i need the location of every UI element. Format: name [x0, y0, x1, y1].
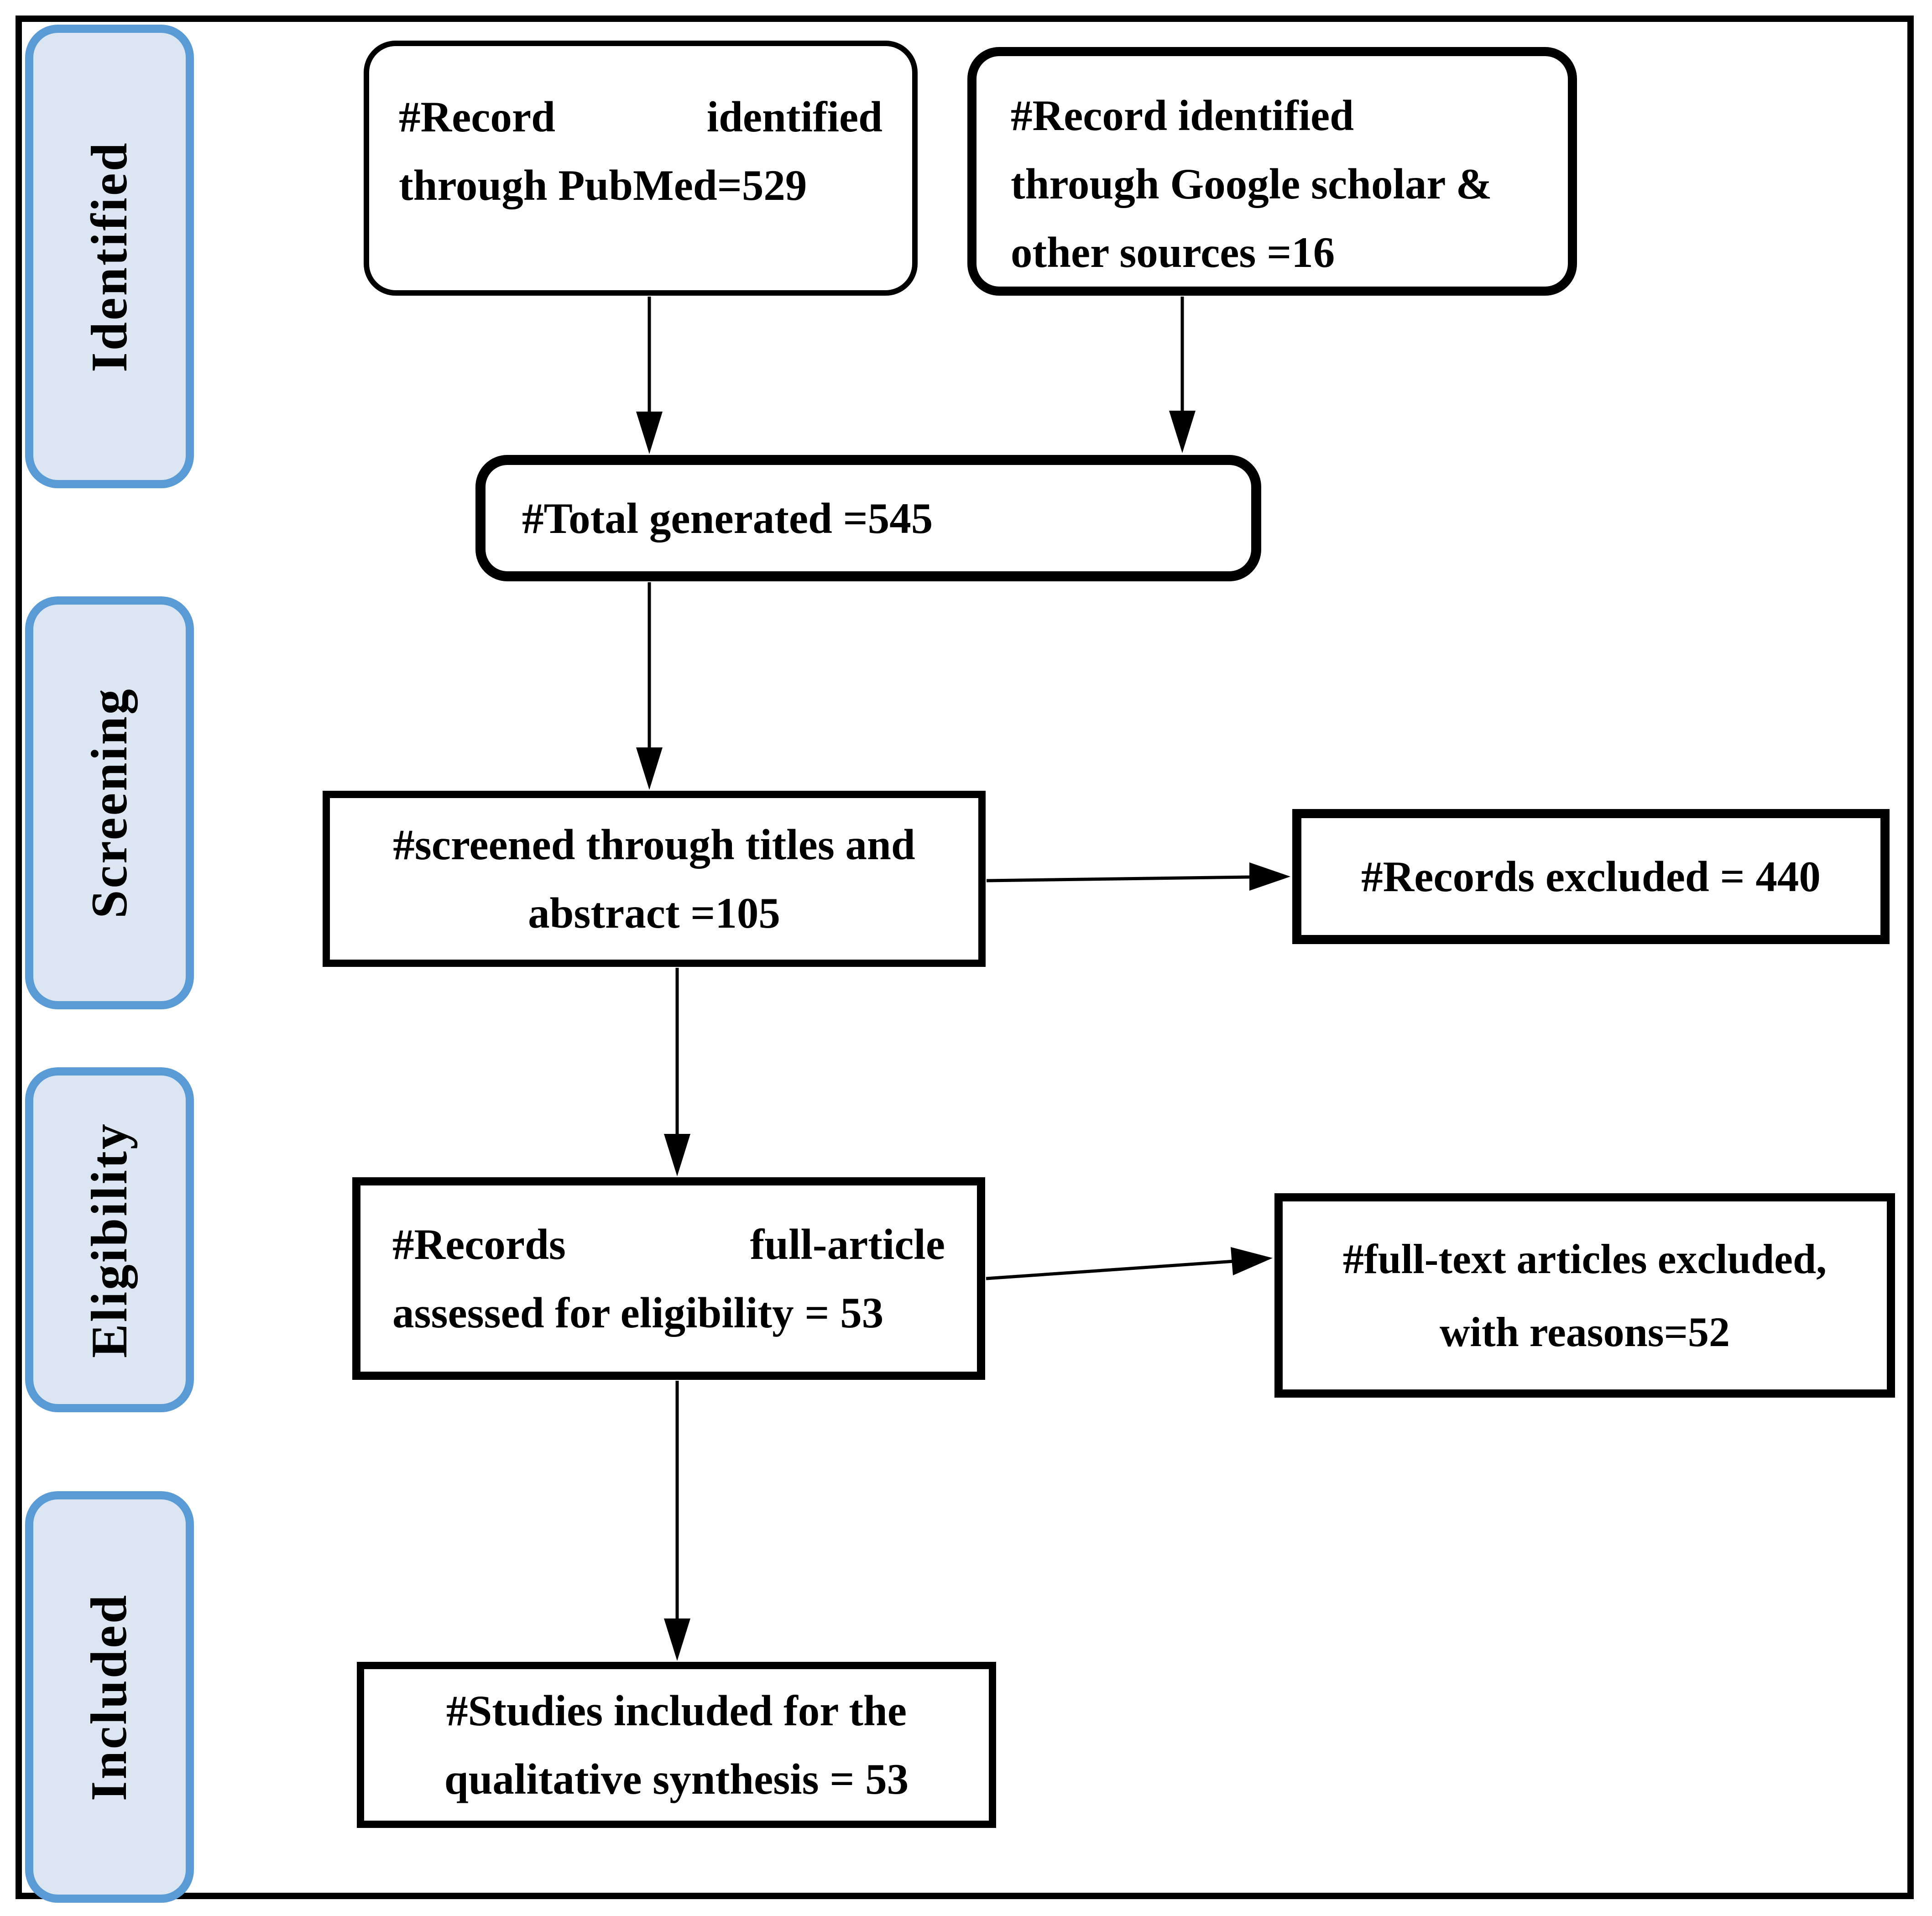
studies-included-line2: qualitative synthesis = 53 — [444, 1755, 909, 1803]
outer-border — [16, 16, 1914, 1899]
total-generated-text: #Total generated =545 — [522, 494, 933, 543]
records-google-line2: through Google scholar & — [1011, 160, 1492, 208]
full-article-assessed-box: #Records full-article assessed for eligi… — [352, 1177, 985, 1380]
records-pubmed-line2: through PubMed=529 — [399, 161, 807, 209]
records-excluded-box: #Records excluded = 440 — [1292, 809, 1890, 944]
stage-identified: Identified — [25, 25, 194, 488]
stage-identified-label: Identified — [81, 141, 138, 372]
records-pubmed-line1-left: #Record — [399, 93, 555, 141]
stage-screening: Screening — [25, 596, 194, 1009]
studies-included-line1: #Studies included for the — [446, 1686, 907, 1735]
screened-line2: abstract =105 — [528, 889, 780, 937]
records-google-box: #Record identified through Google schola… — [967, 47, 1577, 296]
assessed-line2: assessed for eligibility = 53 — [392, 1289, 884, 1337]
records-pubmed-line1-right: identified — [706, 93, 882, 141]
fulltext-excluded-line2: with reasons=52 — [1439, 1309, 1730, 1355]
records-excluded-text: #Records excluded = 440 — [1361, 852, 1821, 901]
stage-screening-label: Screening — [81, 687, 138, 919]
studies-included-box: #Studies included for the qualitative sy… — [357, 1662, 996, 1828]
stage-eligibility-label: Eligibility — [81, 1122, 138, 1358]
records-google-line1: #Record identified — [1011, 91, 1354, 140]
total-generated-box: #Total generated =545 — [475, 455, 1261, 581]
fulltext-excluded-line1: #full-text articles excluded, — [1342, 1236, 1827, 1282]
screened-box: #screened through titles and abstract =1… — [323, 791, 986, 967]
records-google-line3: other sources =16 — [1011, 228, 1335, 277]
assessed-line1-right: full-article — [750, 1220, 945, 1269]
fulltext-excluded-box: #full-text articles excluded, with reaso… — [1274, 1193, 1895, 1398]
records-pubmed-line1: #Record identified — [399, 83, 882, 151]
stage-eligibility: Eligibility — [25, 1067, 194, 1412]
stage-included: Included — [25, 1491, 194, 1903]
records-pubmed-box: #Record identified through PubMed=529 — [364, 41, 918, 296]
assessed-line1: #Records full-article — [392, 1210, 945, 1279]
screened-line1: #screened through titles and — [393, 820, 915, 869]
assessed-line1-left: #Records — [392, 1220, 566, 1269]
stage-included-label: Included — [81, 1593, 138, 1801]
